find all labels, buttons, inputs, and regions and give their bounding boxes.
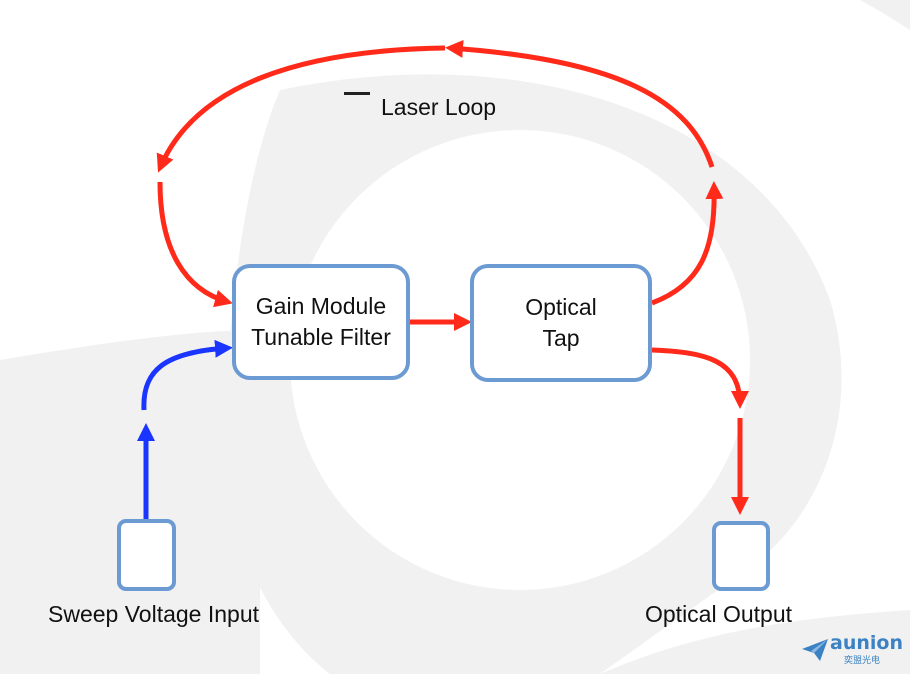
brand-logo: aunion 奕盟光电 <box>800 634 903 666</box>
sweep-label: Sweep Voltage Input <box>48 601 259 627</box>
gain-module-box: Gain Module Tunable Filter <box>232 264 410 380</box>
loop-arrow-top <box>445 39 715 168</box>
optical-tap-box: Optical Tap <box>470 264 652 382</box>
gain-module-line1: Gain Module <box>255 293 387 319</box>
output-label: Optical Output <box>645 601 793 627</box>
optical-tap-line1: Optical <box>525 294 597 320</box>
loop-label-artifact <box>344 92 378 119</box>
optical-tap-line2: Tap <box>542 325 580 351</box>
sweep-input-port <box>117 519 176 591</box>
tap-to-output-arrow-1 <box>651 347 749 409</box>
loop-arrow-into-gain <box>157 181 233 308</box>
loop-label: Laser Loop <box>381 94 497 120</box>
gain-module-line2: Tunable Filter <box>251 324 391 350</box>
paper-plane-icon <box>802 639 828 661</box>
sweep-arrow-into-gain <box>141 339 233 411</box>
loop-arrow-left <box>156 45 446 173</box>
logo-text: aunion <box>830 632 903 654</box>
optical-output-port <box>712 521 770 591</box>
tap-to-loop-arrow <box>651 181 724 306</box>
logo-subtext: 奕盟光电 <box>844 655 881 665</box>
